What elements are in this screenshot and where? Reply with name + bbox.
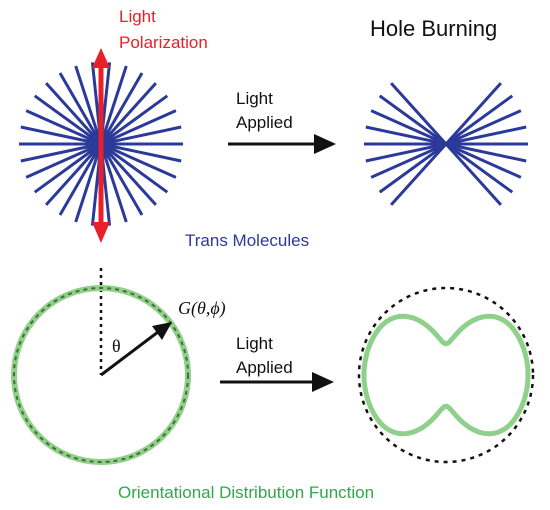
molecule-line: [100, 142, 182, 163]
molecule-line: [378, 94, 447, 146]
molecule-line: [74, 143, 103, 223]
molecule-line: [389, 82, 448, 146]
molecule-line: [58, 143, 103, 216]
molecule-line: [99, 143, 144, 216]
molecule-line: [370, 142, 447, 179]
isotropic-distribution: [11, 268, 191, 465]
bottom-arrow-label-line1: Light: [236, 334, 273, 353]
molecule-line: [25, 109, 102, 146]
polarization-label-line2: Polarization: [119, 33, 208, 52]
theta-label: θ: [112, 336, 121, 356]
molecule-line: [20, 142, 102, 163]
top-light-applied-arrow: [228, 134, 336, 154]
molecule-line: [445, 125, 527, 146]
hole-burned-molecule-starburst: [364, 82, 528, 206]
distribution-function-label: G(θ,ϕ): [178, 298, 226, 319]
hole-burning-title: Hole Burning: [370, 16, 497, 41]
top-arrow-label-line2: Applied: [236, 113, 293, 132]
molecule-line: [378, 142, 447, 194]
top-arrow-label-line1: Light: [236, 89, 273, 108]
polarization-arrow: [92, 48, 110, 243]
molecule-line: [370, 109, 447, 146]
molecule-line: [365, 125, 447, 146]
molecule-line: [100, 109, 177, 146]
isotropic-molecule-starburst: [19, 62, 183, 226]
reference-isotropic-circle: [357, 286, 535, 464]
molecule-line: [99, 143, 128, 223]
molecule-line: [25, 142, 102, 179]
distribution-caption: Orientational Distribution Function: [118, 483, 374, 502]
molecule-line: [100, 142, 169, 194]
molecule-line: [33, 94, 102, 146]
molecule-line: [99, 72, 144, 145]
molecule-line: [99, 82, 158, 146]
isotropic-distribution-dashes: [13, 287, 189, 463]
molecule-line: [58, 72, 103, 145]
bottom-light-applied-arrow: [220, 372, 334, 392]
polarization-label-line1: Light: [119, 7, 156, 26]
molecule-line: [99, 142, 158, 206]
orientation-vector-head: [152, 322, 172, 340]
orientation-vector: [100, 330, 159, 377]
molecule-line: [100, 94, 169, 146]
molecule-line: [100, 142, 177, 179]
molecule-line: [445, 142, 514, 194]
molecule-line: [74, 65, 103, 145]
molecule-line: [44, 82, 103, 146]
molecule-line: [365, 142, 447, 163]
bottom-arrow-label-line2: Applied: [236, 358, 293, 377]
molecule-line: [444, 82, 503, 146]
hole-burned-distribution-curve: [361, 313, 531, 437]
molecule-line: [445, 142, 527, 163]
molecule-line: [100, 125, 182, 146]
molecule-line: [444, 142, 503, 206]
molecule-line: [445, 94, 514, 146]
molecule-line: [20, 125, 102, 146]
molecule-line: [389, 142, 448, 206]
trans-molecules-label: Trans Molecules: [185, 231, 309, 250]
molecule-line: [44, 142, 103, 206]
molecule-line: [33, 142, 102, 194]
molecule-line: [99, 65, 128, 145]
hole-burned-distribution: [357, 286, 535, 464]
molecule-line: [445, 109, 522, 146]
molecule-line: [445, 142, 522, 179]
